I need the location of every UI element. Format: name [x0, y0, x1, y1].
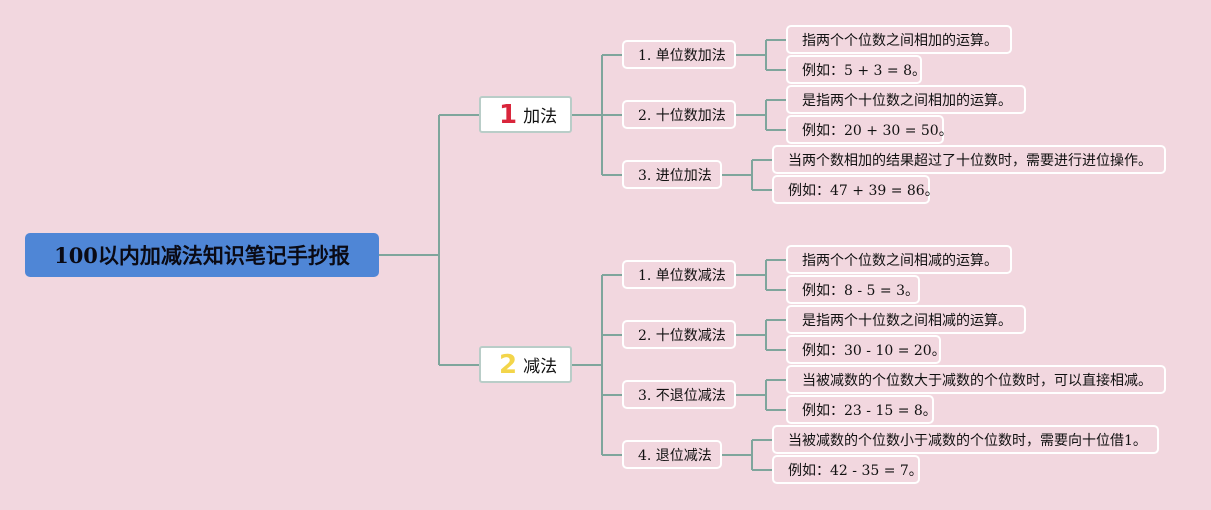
- detail-definition: 是指两个十位数之间相减的运算。: [786, 305, 1026, 334]
- detail-definition: 当两个数相加的结果超过了十位数时，需要进行进位操作。: [772, 145, 1166, 174]
- detail-definition: 指两个个位数之间相减的运算。: [786, 245, 1012, 274]
- detail-example: 例如：30 - 10 = 20。: [786, 335, 946, 364]
- detail-example: 例如：42 - 35 = 7。: [772, 455, 923, 484]
- sub-single-digit-addition: 1. 单位数加法: [622, 40, 736, 69]
- sub-borrow-subtraction: 4. 退位减法: [622, 440, 722, 469]
- detail-definition: 是指两个十位数之间相加的运算。: [786, 85, 1026, 114]
- sub-tens-subtraction: 2. 十位数减法: [622, 320, 736, 349]
- sub-single-digit-subtraction: 1. 单位数减法: [622, 260, 736, 289]
- sub-tens-addition: 2. 十位数加法: [622, 100, 736, 129]
- detail-example: 例如：20 + 30 = 50。: [786, 115, 953, 144]
- detail-example: 例如：23 - 15 = 8。: [786, 395, 937, 424]
- sub-carry-addition: 3. 进位加法: [622, 160, 722, 189]
- branch-label: 减法: [523, 357, 558, 377]
- detail-definition: 当被减数的个位数小于减数的个位数时，需要向十位借1。: [772, 425, 1159, 454]
- detail-definition: 当被减数的个位数大于减数的个位数时，可以直接相减。: [786, 365, 1166, 394]
- branch-subtraction: 2 减法: [479, 346, 572, 383]
- detail-example: 例如：47 + 39 = 86。: [772, 175, 939, 204]
- number-two-icon: 2: [499, 349, 518, 380]
- sub-no-borrow-subtraction: 3. 不退位减法: [622, 380, 736, 409]
- branch-label: 加法: [523, 107, 558, 127]
- number-one-icon: 1: [499, 99, 518, 130]
- branch-addition: 1 加法: [479, 96, 572, 133]
- detail-example: 例如：8 - 5 = 3。: [786, 275, 920, 304]
- detail-definition: 指两个个位数之间相加的运算。: [786, 25, 1012, 54]
- detail-example: 例如：5 + 3 = 8。: [786, 55, 926, 84]
- root-title: 100以内加减法知识笔记手抄报: [25, 233, 379, 277]
